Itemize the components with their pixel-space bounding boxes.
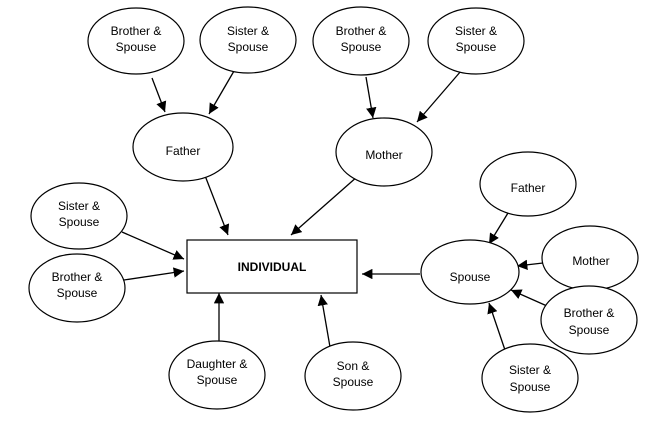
edge-spouse-sister-to-spouse: [487, 302, 507, 354]
node-label: Spouse: [569, 323, 610, 337]
node-label: Spouse: [228, 40, 269, 54]
node-label: Mother: [365, 148, 402, 162]
nodes: Brother & Spouse Sister & Spouse Brother…: [28, 6, 639, 413]
node-label: Daughter &: [187, 357, 248, 371]
node-label: Sister &: [58, 199, 100, 213]
node-father-sister: Sister & Spouse: [199, 6, 297, 74]
node-mother-brother: Brother & Spouse: [312, 6, 410, 76]
edge-sibling-brother-to-individual: [123, 267, 185, 281]
edge-father-sister-to-father: [208, 70, 235, 115]
edge-spouse-brother-to-spouse: [510, 289, 548, 307]
node-label: Spouse: [333, 375, 374, 389]
node-daughter: Daughter & Spouse: [168, 340, 266, 410]
node-label: Sister &: [455, 24, 497, 38]
node-individual: INDIVIDUAL: [186, 239, 358, 294]
edge-mother-brother-to-mother: [365, 76, 377, 119]
node-spouse-father: Father: [479, 151, 577, 217]
node-label: Spouse: [57, 286, 98, 300]
edge-spouse-father-to-spouse: [488, 212, 509, 245]
node-sibling-sister: Sister & Spouse: [30, 182, 128, 250]
node-label: Brother &: [336, 24, 387, 38]
node-label: Brother &: [564, 306, 615, 320]
node-father-brother: Brother & Spouse: [87, 7, 185, 75]
node-label: Spouse: [59, 215, 100, 229]
edges: [121, 70, 548, 354]
node-son: Son & Spouse: [304, 341, 402, 411]
node-label: Spouse: [456, 40, 497, 54]
edge-mother-to-individual: [290, 175, 359, 236]
edge-spouse-mother-to-spouse: [516, 259, 544, 270]
node-label: Mother: [572, 254, 609, 268]
node-spouse-mother: Mother: [541, 225, 639, 291]
node-label: Son &: [337, 359, 370, 373]
node-label: Father: [511, 181, 546, 195]
node-mother-sister: Sister & Spouse: [427, 7, 525, 75]
node-spouse-sister: Sister & Spouse: [481, 343, 579, 413]
edge-mother-sister-to-mother: [416, 70, 462, 123]
node-label: Spouse: [450, 270, 491, 284]
edge-sibling-sister-to-individual: [121, 231, 185, 260]
node-label: Father: [166, 144, 201, 158]
node-label: Sister &: [227, 24, 269, 38]
node-spouse: Spouse: [420, 239, 520, 305]
node-label: Spouse: [116, 40, 157, 54]
node-label: Spouse: [341, 40, 382, 54]
edge-son-to-individual: [317, 294, 331, 348]
edge-father-to-individual: [203, 172, 230, 236]
edge-father-brother-to-father: [151, 77, 167, 113]
node-sibling-brother: Brother & Spouse: [28, 253, 126, 323]
node-label: INDIVIDUAL: [238, 260, 307, 274]
node-father: Father: [132, 112, 234, 182]
node-label: Brother &: [111, 24, 162, 38]
node-label: Spouse: [510, 380, 551, 394]
node-spouse-brother: Brother & Spouse: [540, 285, 638, 355]
node-label: Sister &: [509, 363, 551, 377]
node-mother: Mother: [335, 117, 433, 187]
node-label: Brother &: [52, 270, 103, 284]
node-label: Spouse: [197, 373, 238, 387]
